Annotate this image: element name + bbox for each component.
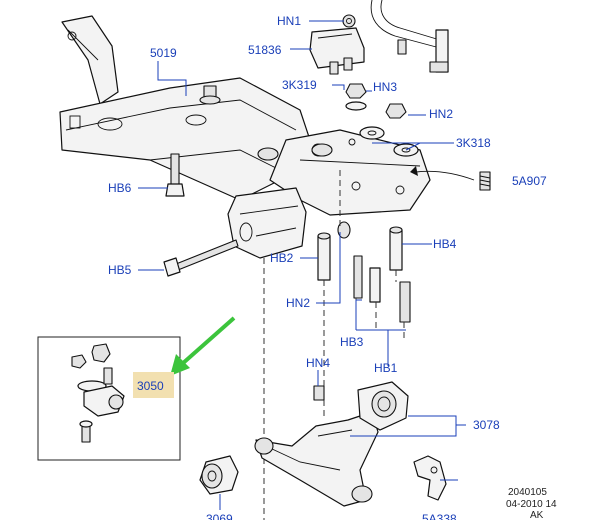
bushings-and-bolts-drawing bbox=[317, 221, 411, 323]
bushing-3069-drawing bbox=[199, 455, 239, 495]
callout-3050[interactable]: 3050 bbox=[137, 379, 164, 393]
part-3050-highlight bbox=[133, 372, 174, 398]
callout-hb6[interactable]: HB6 bbox=[108, 181, 132, 195]
callout-labels: HN1 51836 5019 3K319 HN3 HN2 3K318 HB6 5… bbox=[108, 14, 547, 520]
callout-hb2[interactable]: HB2 bbox=[270, 251, 294, 265]
callout-51836[interactable]: 51836 bbox=[248, 43, 282, 57]
callout-hn4[interactable]: HN4 bbox=[306, 356, 330, 370]
subframe-5019-drawing bbox=[59, 15, 431, 259]
reference-code: 2040105 bbox=[508, 487, 547, 498]
callout-hn1[interactable]: HN1 bbox=[277, 14, 301, 28]
washer-nut-stack-drawing bbox=[345, 83, 419, 157]
callout-5019[interactable]: 5019 bbox=[150, 46, 177, 60]
bolt-hb5-drawing bbox=[163, 239, 239, 277]
bushing-51836-drawing bbox=[309, 27, 365, 75]
callout-3078[interactable]: 3078 bbox=[473, 418, 500, 432]
callout-hn2-mid[interactable]: HN2 bbox=[286, 296, 310, 310]
callout-5a338[interactable]: 5A338 bbox=[422, 512, 457, 520]
callout-hb5[interactable]: HB5 bbox=[108, 263, 132, 277]
reference-date: 04-2010 14 bbox=[506, 499, 557, 510]
reference-suffix: AK bbox=[530, 510, 544, 520]
callout-hb3[interactable]: HB3 bbox=[340, 335, 364, 349]
callout-3k318[interactable]: 3K318 bbox=[456, 136, 491, 150]
diagram-reference: 2040105 04-2010 14 AK bbox=[506, 487, 557, 520]
callout-hn2-top[interactable]: HN2 bbox=[429, 107, 453, 121]
callout-hb4[interactable]: HB4 bbox=[433, 237, 457, 251]
green-pointer-arrow bbox=[170, 316, 236, 376]
bracket-5a338-drawing bbox=[413, 455, 447, 501]
callout-3069[interactable]: 3069 bbox=[206, 512, 233, 520]
bolt-hb6-drawing bbox=[165, 153, 185, 197]
lower-control-arm-3078-drawing bbox=[254, 381, 409, 507]
ball-joint-inset bbox=[37, 336, 181, 461]
callout-hn3[interactable]: HN3 bbox=[373, 80, 397, 94]
leader-lines bbox=[138, 20, 466, 510]
callout-hb1[interactable]: HB1 bbox=[374, 361, 398, 375]
nut-hn1-drawing bbox=[342, 14, 356, 28]
stabilizer-link-drawing bbox=[370, 0, 449, 73]
bolt-5a907-drawing bbox=[410, 166, 491, 191]
callout-3k319[interactable]: 3K319 bbox=[282, 78, 317, 92]
callout-5a907[interactable]: 5A907 bbox=[512, 174, 547, 188]
